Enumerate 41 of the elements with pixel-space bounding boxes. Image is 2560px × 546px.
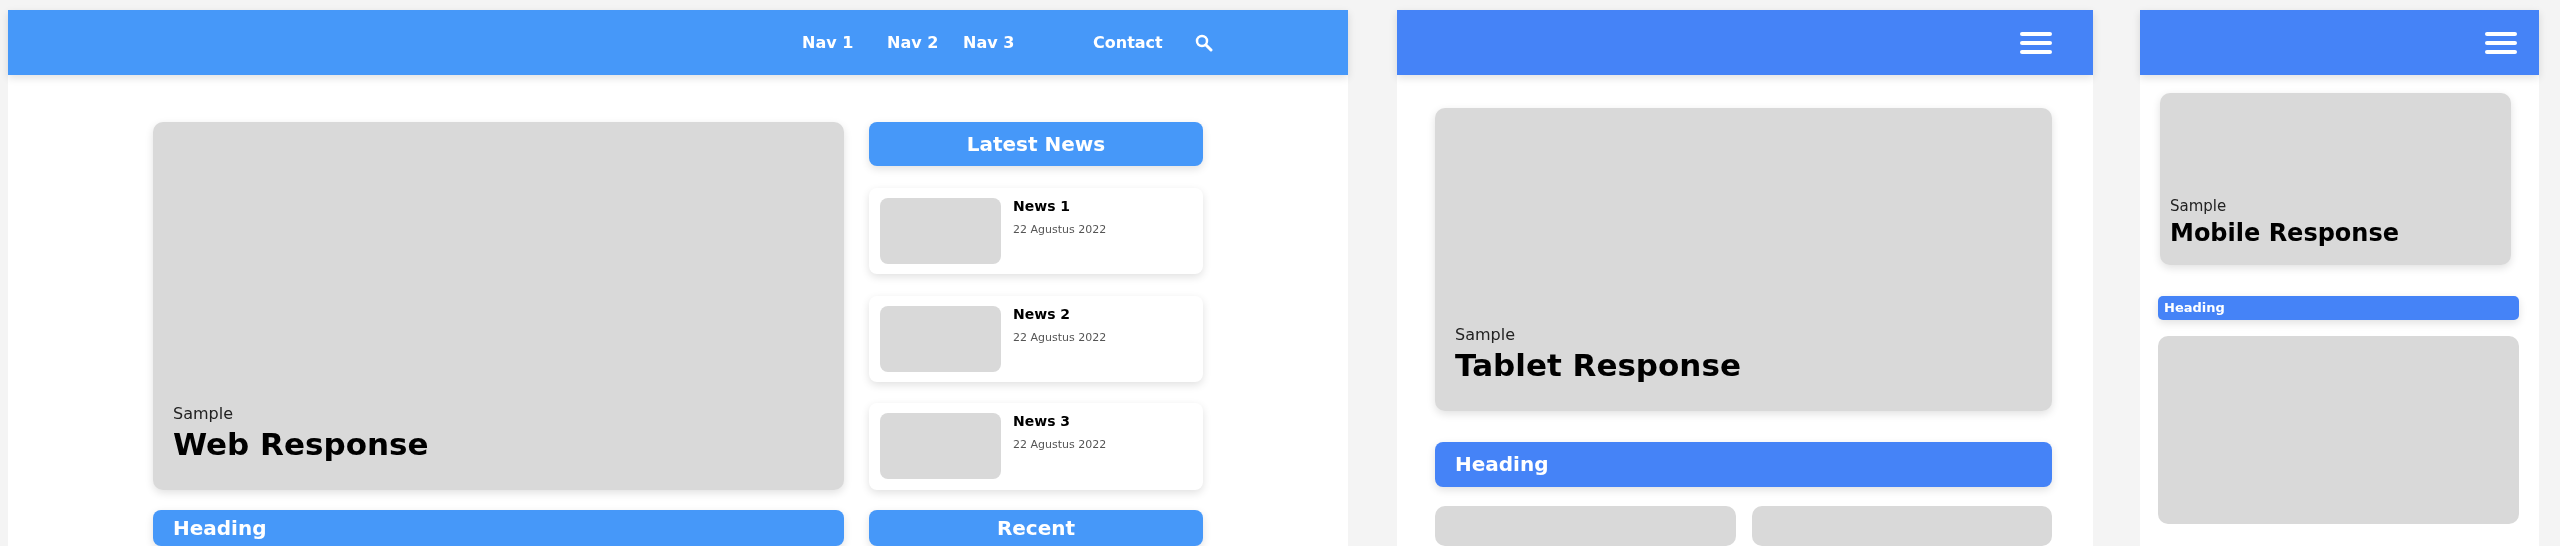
nav-link: Nav 2 <box>887 33 939 52</box>
section-header <box>153 510 844 546</box>
hero-subtitle: Sample <box>2170 197 2227 215</box>
section-title: Latest News <box>965 132 1107 156</box>
news-title: News 2 <box>1013 306 1071 322</box>
hero-subtitle: Sample <box>173 404 233 423</box>
thumbnail-placeholder <box>880 198 1001 264</box>
header-bar <box>8 10 1348 75</box>
header-bar <box>1397 10 2093 75</box>
nav-link: Nav 3 <box>963 33 1015 52</box>
news-title: News 3 <box>1013 413 1071 429</box>
hero-title: Mobile Response <box>2170 219 2399 247</box>
news-date: 22 Agustus 2022 <box>1013 223 1107 236</box>
news-card <box>869 403 1203 490</box>
thumbnail-placeholder <box>880 413 1001 479</box>
news-title: News 1 <box>1013 198 1071 214</box>
section-title: Heading <box>173 516 267 540</box>
nav-link: Contact <box>1093 33 1163 52</box>
news-card <box>869 296 1203 382</box>
image-placeholder <box>2158 336 2519 524</box>
section-header <box>869 122 1203 166</box>
hero-image-card <box>2160 93 2511 265</box>
hero-title: Web Response <box>173 426 429 462</box>
image-placeholder <box>1752 506 2052 546</box>
section-header <box>2158 296 2519 320</box>
section-header <box>1435 442 2052 487</box>
hero-image-card <box>153 122 844 490</box>
section-title: Recent <box>995 516 1077 540</box>
image-placeholder <box>1435 506 1736 546</box>
section-header <box>869 510 1203 546</box>
hero-subtitle: Sample <box>1455 325 1515 344</box>
news-date: 22 Agustus 2022 <box>1013 331 1107 344</box>
hero-title: Tablet Response <box>1455 347 1741 383</box>
thumbnail-placeholder <box>880 306 1001 372</box>
nav-link: Nav 1 <box>802 33 854 52</box>
news-date: 22 Agustus 2022 <box>1013 438 1107 451</box>
header-bar <box>2140 10 2539 75</box>
hero-image-card <box>1435 108 2052 411</box>
section-title: Heading <box>2164 300 2225 315</box>
section-title: Heading <box>1455 452 1549 476</box>
news-card <box>869 188 1203 274</box>
